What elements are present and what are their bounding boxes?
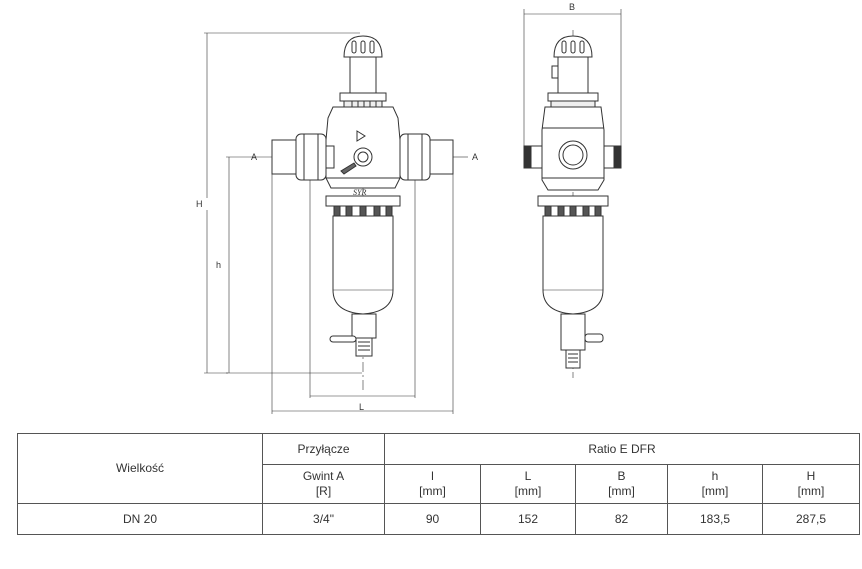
subheader-L-name: L: [524, 469, 532, 483]
dimension-L: [271, 150, 454, 414]
left-connector: [271, 133, 335, 181]
subheader-B: B [mm]: [575, 464, 668, 504]
cell-B: 82: [575, 503, 668, 535]
subheader-B-name: B: [617, 469, 626, 483]
header-size: Wielkość: [17, 433, 263, 504]
subheader-thread-name: Gwint A: [302, 469, 345, 483]
label-H: H: [196, 199, 203, 209]
subheader-H: H [mm]: [761, 464, 861, 504]
subheader-H-name: H: [806, 469, 816, 483]
subheader-thread-unit: [R]: [315, 484, 332, 498]
top-knob: [343, 35, 383, 58]
subheader-h-name: h: [711, 469, 719, 483]
technical-drawing: SYR: [196, 2, 622, 414]
right-connector: [399, 133, 454, 181]
subheader-l-name: l: [431, 469, 434, 483]
label-h: h: [216, 260, 221, 270]
front-view: SYR: [196, 32, 478, 414]
cell-l: 90: [384, 503, 481, 535]
cell-L: 152: [480, 503, 576, 535]
dimension-h: [214, 156, 272, 374]
table-header-row: Wielkość Przyłącze Ratio E DFR: [17, 433, 861, 504]
dimension-H: [200, 32, 362, 374]
label-B: B: [569, 2, 575, 12]
table-subheader-row: Gwint A [R] l [mm] L [mm] B [mm] h [mm] …: [18, 464, 861, 504]
label-L: L: [359, 402, 364, 412]
cell-h: 183,5: [667, 503, 763, 535]
subheader-l: l [mm]: [384, 464, 481, 504]
dimension-l: [309, 180, 416, 398]
brand-mark: SYR: [353, 188, 366, 197]
cell-H: 287,5: [761, 503, 861, 535]
drain-valve: [329, 313, 377, 357]
dimension-B: [523, 9, 622, 160]
subheader-B-unit: [mm]: [608, 484, 635, 498]
label-A-right: A: [472, 152, 478, 162]
filter-bowl: [332, 215, 394, 315]
header-connection: Przyłącze: [262, 433, 385, 465]
table-row: DN 20 3/4" 90 152 82 183,5 287,5: [17, 503, 861, 535]
subheader-L: L [mm]: [480, 464, 576, 504]
subheader-h-unit: [mm]: [701, 484, 729, 498]
cell-thread: 3/4": [262, 503, 385, 535]
header-model: Ratio E DFR: [383, 433, 861, 465]
cell-size: DN 20: [17, 503, 263, 535]
subheader-h: h [mm]: [667, 464, 763, 504]
label-A-left: A: [251, 152, 257, 162]
subheader-H-unit: [mm]: [797, 484, 825, 498]
spec-table: Wielkość Przyłącze Ratio E DFR Gwint A […: [17, 433, 861, 535]
subheader-L-unit: [mm]: [514, 484, 542, 498]
subheader-thread: Gwint A [R]: [262, 464, 385, 504]
valve-body: SYR: [325, 106, 401, 197]
subheader-l-unit: [mm]: [419, 484, 446, 498]
side-view: B: [523, 2, 622, 378]
